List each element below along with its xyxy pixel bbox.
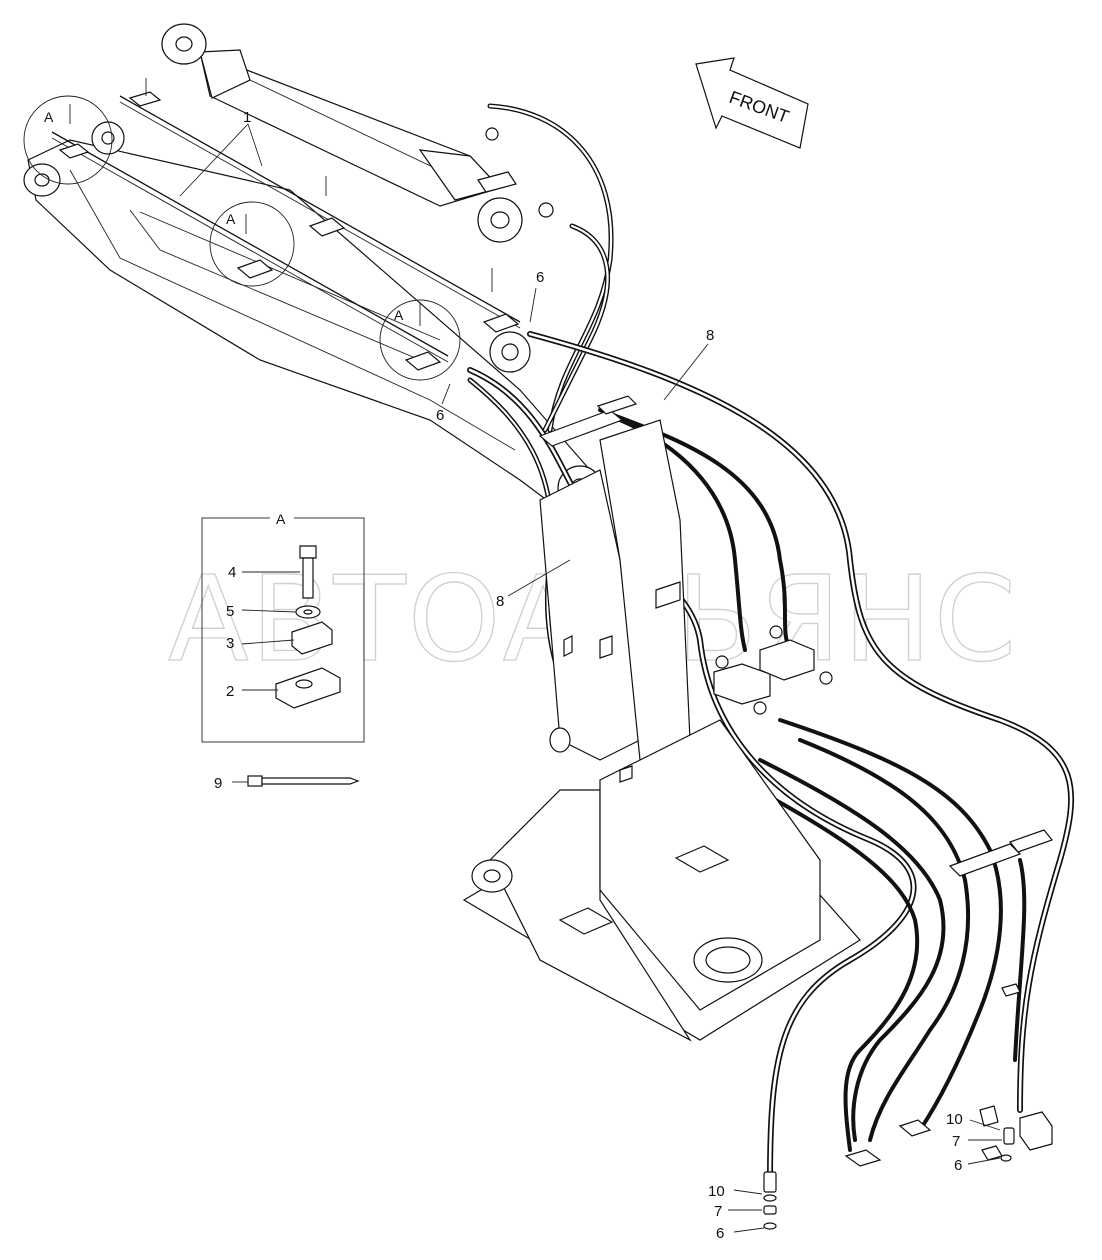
callout-8-top: 8 [706, 327, 714, 344]
hydraulic-hoses [467, 331, 1075, 1183]
callout-9: 9 [214, 775, 222, 792]
callout-10-right: 10 [946, 1111, 963, 1128]
detail-view-a: A [201, 508, 365, 743]
front-arrow: FRONT [695, 57, 809, 149]
boom-arm [23, 121, 603, 511]
boom-base-bracket [462, 419, 861, 1042]
steel-pipes [51, 78, 521, 371]
callout-5: 5 [226, 603, 234, 620]
end-fittings [763, 1105, 1053, 1230]
detail-marker-a2: A [226, 211, 236, 227]
detail-marker-a3: A [394, 307, 404, 323]
callout-6-right: 6 [954, 1157, 962, 1174]
callout-6-bottom: 6 [716, 1225, 724, 1242]
upper-hoses [477, 103, 614, 433]
boom-cylinder [161, 23, 502, 207]
detail-view-title: A [276, 511, 286, 527]
callout-10-bottom: 10 [708, 1183, 725, 1200]
detail-marker-circles: A A A [23, 95, 461, 381]
callout-8-middle: 8 [496, 593, 504, 610]
callout-7-bottom: 7 [714, 1203, 722, 1220]
detail-marker-a1: A [44, 109, 54, 125]
valve-blocks [713, 625, 833, 715]
callout-4: 4 [228, 564, 236, 581]
callout-3: 3 [226, 635, 234, 652]
callout-2: 2 [226, 683, 234, 700]
cable-tie [247, 775, 360, 787]
callouts: 1 6 6 8 8 4 5 3 2 9 10 7 6 10 7 6 [214, 109, 963, 1242]
callout-7-right: 7 [952, 1133, 960, 1150]
callout-6-top: 6 [536, 269, 544, 286]
callout-6-left: 6 [436, 407, 444, 424]
leader-lines [179, 123, 1002, 1233]
hose-clamps [538, 395, 1053, 997]
callout-1: 1 [243, 109, 251, 126]
